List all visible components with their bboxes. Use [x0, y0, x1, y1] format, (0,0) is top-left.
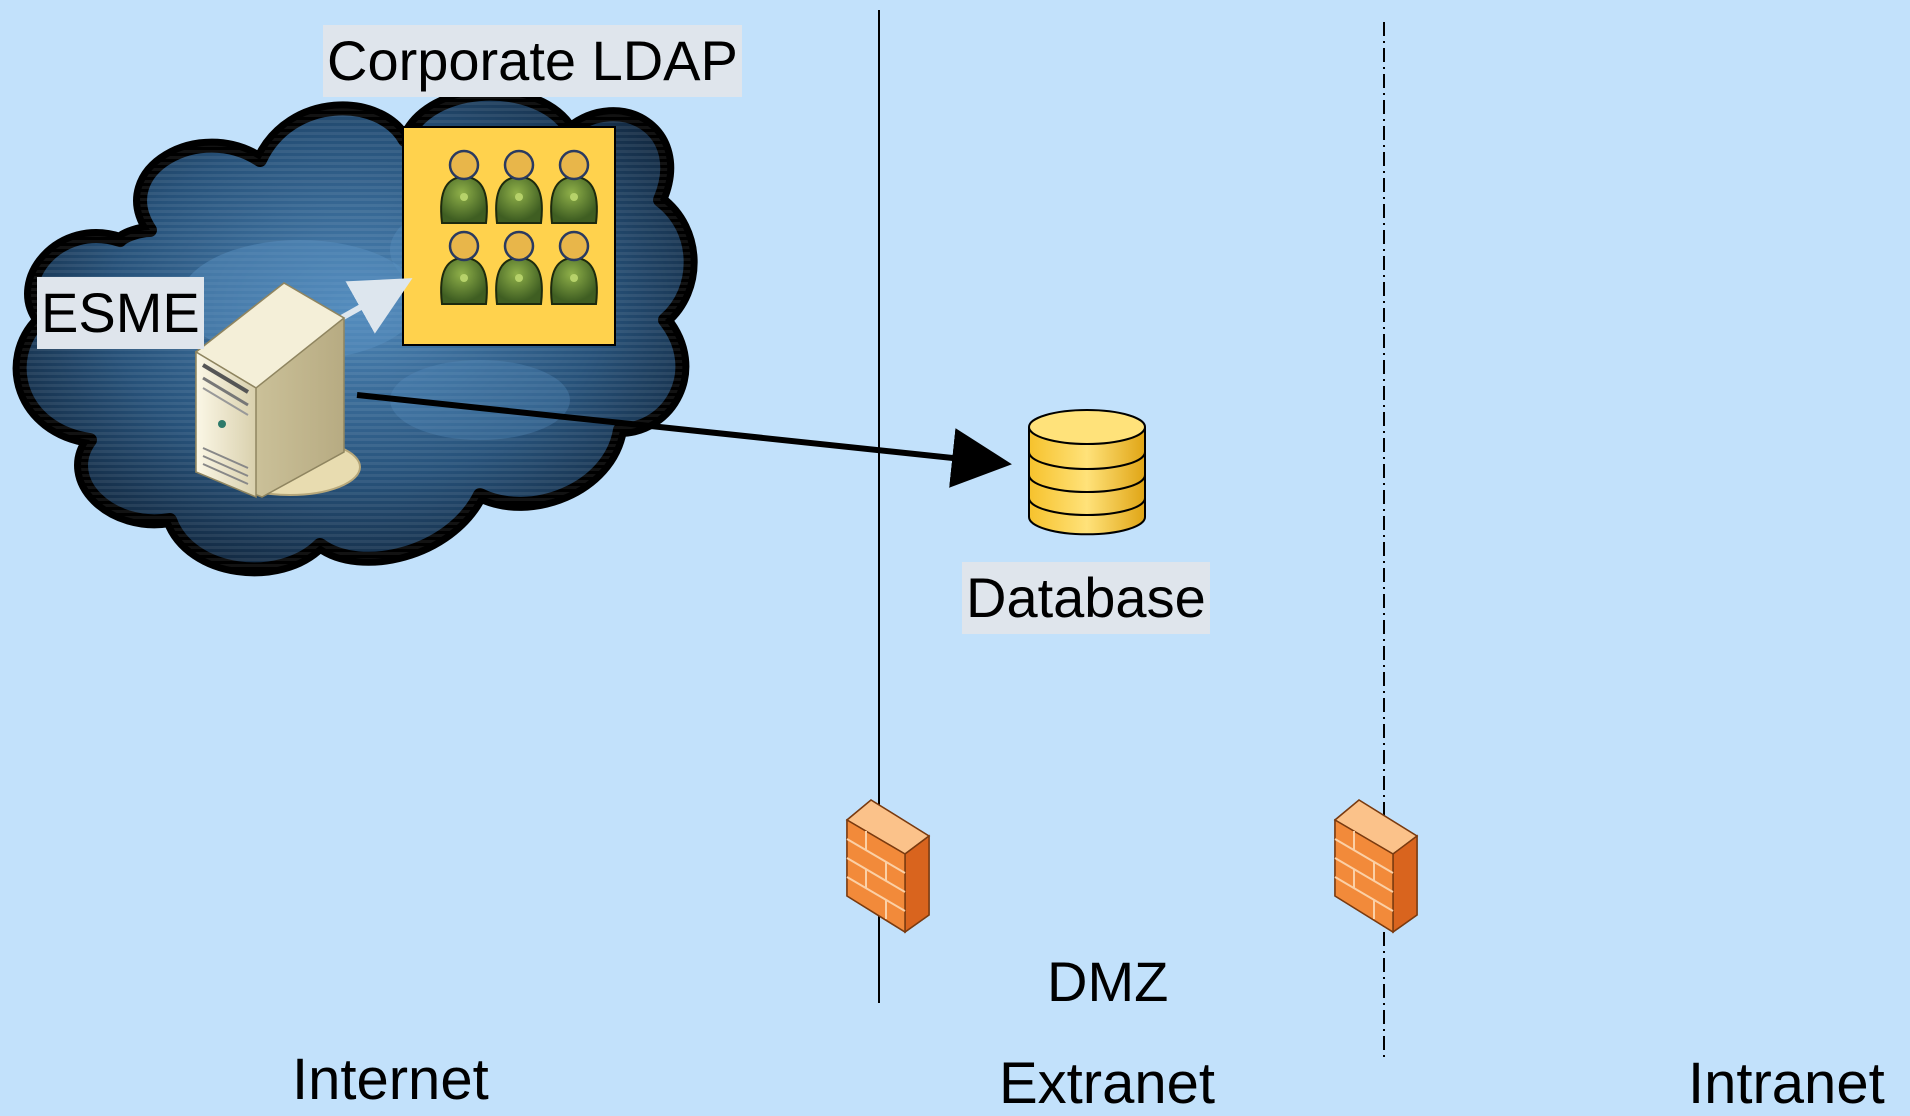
intranet-zone-label: Intranet [1688, 1051, 1885, 1116]
firewall-icon [845, 799, 931, 934]
dmz-label: DMZ [1047, 950, 1169, 1013]
server-icon [194, 282, 361, 499]
user-icon [495, 230, 543, 305]
firewall-icon [1333, 799, 1419, 934]
user-icon [440, 149, 488, 224]
user-icon [495, 149, 543, 224]
user-icon [550, 230, 598, 305]
extranet-zone-label: Extranet [999, 1051, 1215, 1116]
corporate-ldap-label: Corporate LDAP [323, 25, 742, 97]
esme-label: ESME [37, 277, 204, 349]
database-icon [1028, 409, 1146, 536]
server-to-database-arrow [356, 392, 1012, 488]
user-icon [440, 230, 488, 305]
user-group-icon [402, 126, 616, 346]
user-icon [550, 149, 598, 224]
internet-zone-label: Internet [292, 1047, 489, 1112]
database-label: Database [962, 562, 1210, 634]
